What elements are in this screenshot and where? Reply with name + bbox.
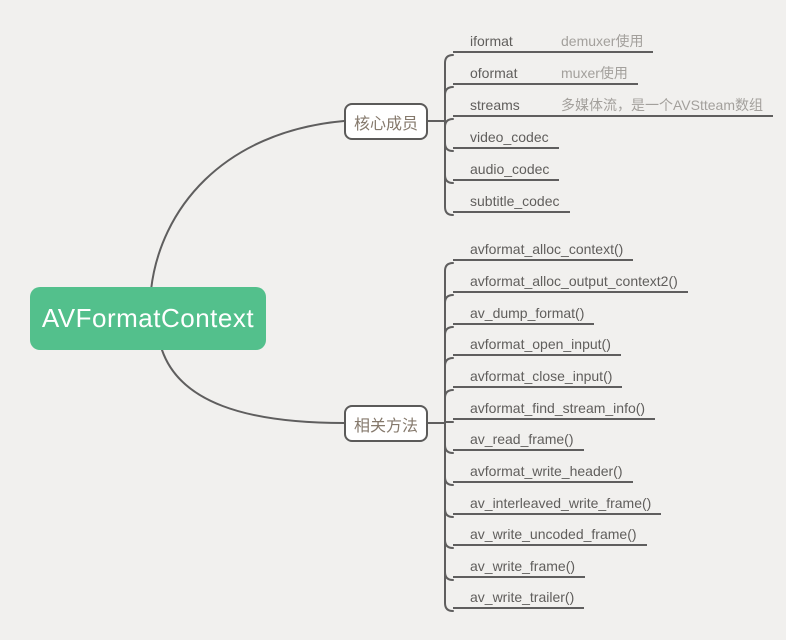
leaf-avformat-write-header[interactable]: avformat_write_header() — [453, 461, 633, 483]
leaf-label: avformat_close_input() — [470, 368, 613, 384]
root-node-label: AVFormatContext — [41, 303, 255, 333]
root-node-avformatcontext[interactable]: AVFormatContext — [30, 287, 266, 350]
branch-node-label: 核心成员 — [353, 115, 418, 133]
leaf-label: av_dump_format() — [470, 305, 585, 321]
leaf-label: avformat_write_header() — [470, 463, 623, 479]
leaf-streams[interactable]: streams 多媒体流，是一个AVStteam数组 — [453, 95, 773, 117]
leaf-av-write-uncoded-frame[interactable]: av_write_uncoded_frame() — [453, 524, 647, 546]
leaf-label: avformat_alloc_output_context2() — [470, 273, 678, 289]
leaf-avformat-open-input[interactable]: avformat_open_input() — [453, 334, 621, 356]
leaf-label: streams — [470, 97, 520, 113]
leaf-av-write-frame[interactable]: av_write_frame() — [453, 556, 586, 578]
leaf-note: demuxer使用 — [561, 33, 644, 49]
leaf-label: avformat_find_stream_info() — [470, 400, 646, 416]
leaf-label: av_read_frame() — [470, 431, 574, 447]
leaf-label: av_write_uncoded_frame() — [470, 526, 637, 542]
methods-branch-spine — [426, 262, 454, 612]
root-branch-curves — [150, 120, 345, 424]
leaf-avformat-alloc-output-context2[interactable]: avformat_alloc_output_context2() — [453, 271, 688, 293]
leaf-note: muxer使用 — [561, 65, 628, 81]
leaf-avformat-alloc-context[interactable]: avformat_alloc_context() — [453, 239, 634, 261]
leaf-label: video_codec — [470, 129, 549, 145]
leaf-note: 多媒体流，是一个AVStteam数组 — [561, 97, 763, 113]
leaf-label: av_interleaved_write_frame() — [470, 495, 652, 511]
branch-node-core-members[interactable]: 核心成员 — [344, 103, 428, 140]
branch-node-label: 相关方法 — [353, 417, 418, 435]
leaf-label: avformat_open_input() — [470, 336, 611, 352]
leaf-oformat[interactable]: oformat muxer使用 — [453, 63, 638, 85]
leaf-avformat-close-input[interactable]: avformat_close_input() — [453, 366, 623, 388]
branch-node-related-methods[interactable]: 相关方法 — [344, 405, 428, 442]
leaf-label: av_write_trailer() — [470, 589, 575, 605]
leaf-iformat[interactable]: iformat demuxer使用 — [453, 31, 654, 53]
leaf-label: subtitle_codec — [470, 193, 560, 209]
leaf-av-interleaved-write-frame[interactable]: av_interleaved_write_frame() — [453, 493, 662, 515]
leaf-av-read-frame[interactable]: av_read_frame() — [453, 429, 584, 451]
leaf-label: oformat — [470, 65, 518, 81]
leaf-audio-codec[interactable]: audio_codec — [453, 159, 560, 181]
members-branch-spine — [426, 54, 454, 216]
leaf-label: avformat_alloc_context() — [470, 241, 624, 257]
leaf-subtitle-codec[interactable]: subtitle_codec — [453, 191, 570, 213]
leaf-video-codec[interactable]: video_codec — [453, 127, 559, 149]
leaf-av-dump-format[interactable]: av_dump_format() — [453, 303, 595, 325]
leaf-label: iformat — [470, 33, 513, 49]
leaf-label: audio_codec — [470, 161, 550, 177]
leaf-avformat-find-stream-info[interactable]: avformat_find_stream_info() — [453, 398, 656, 420]
leaf-label: av_write_frame() — [470, 558, 576, 574]
leaf-av-write-trailer[interactable]: av_write_trailer() — [453, 587, 585, 609]
